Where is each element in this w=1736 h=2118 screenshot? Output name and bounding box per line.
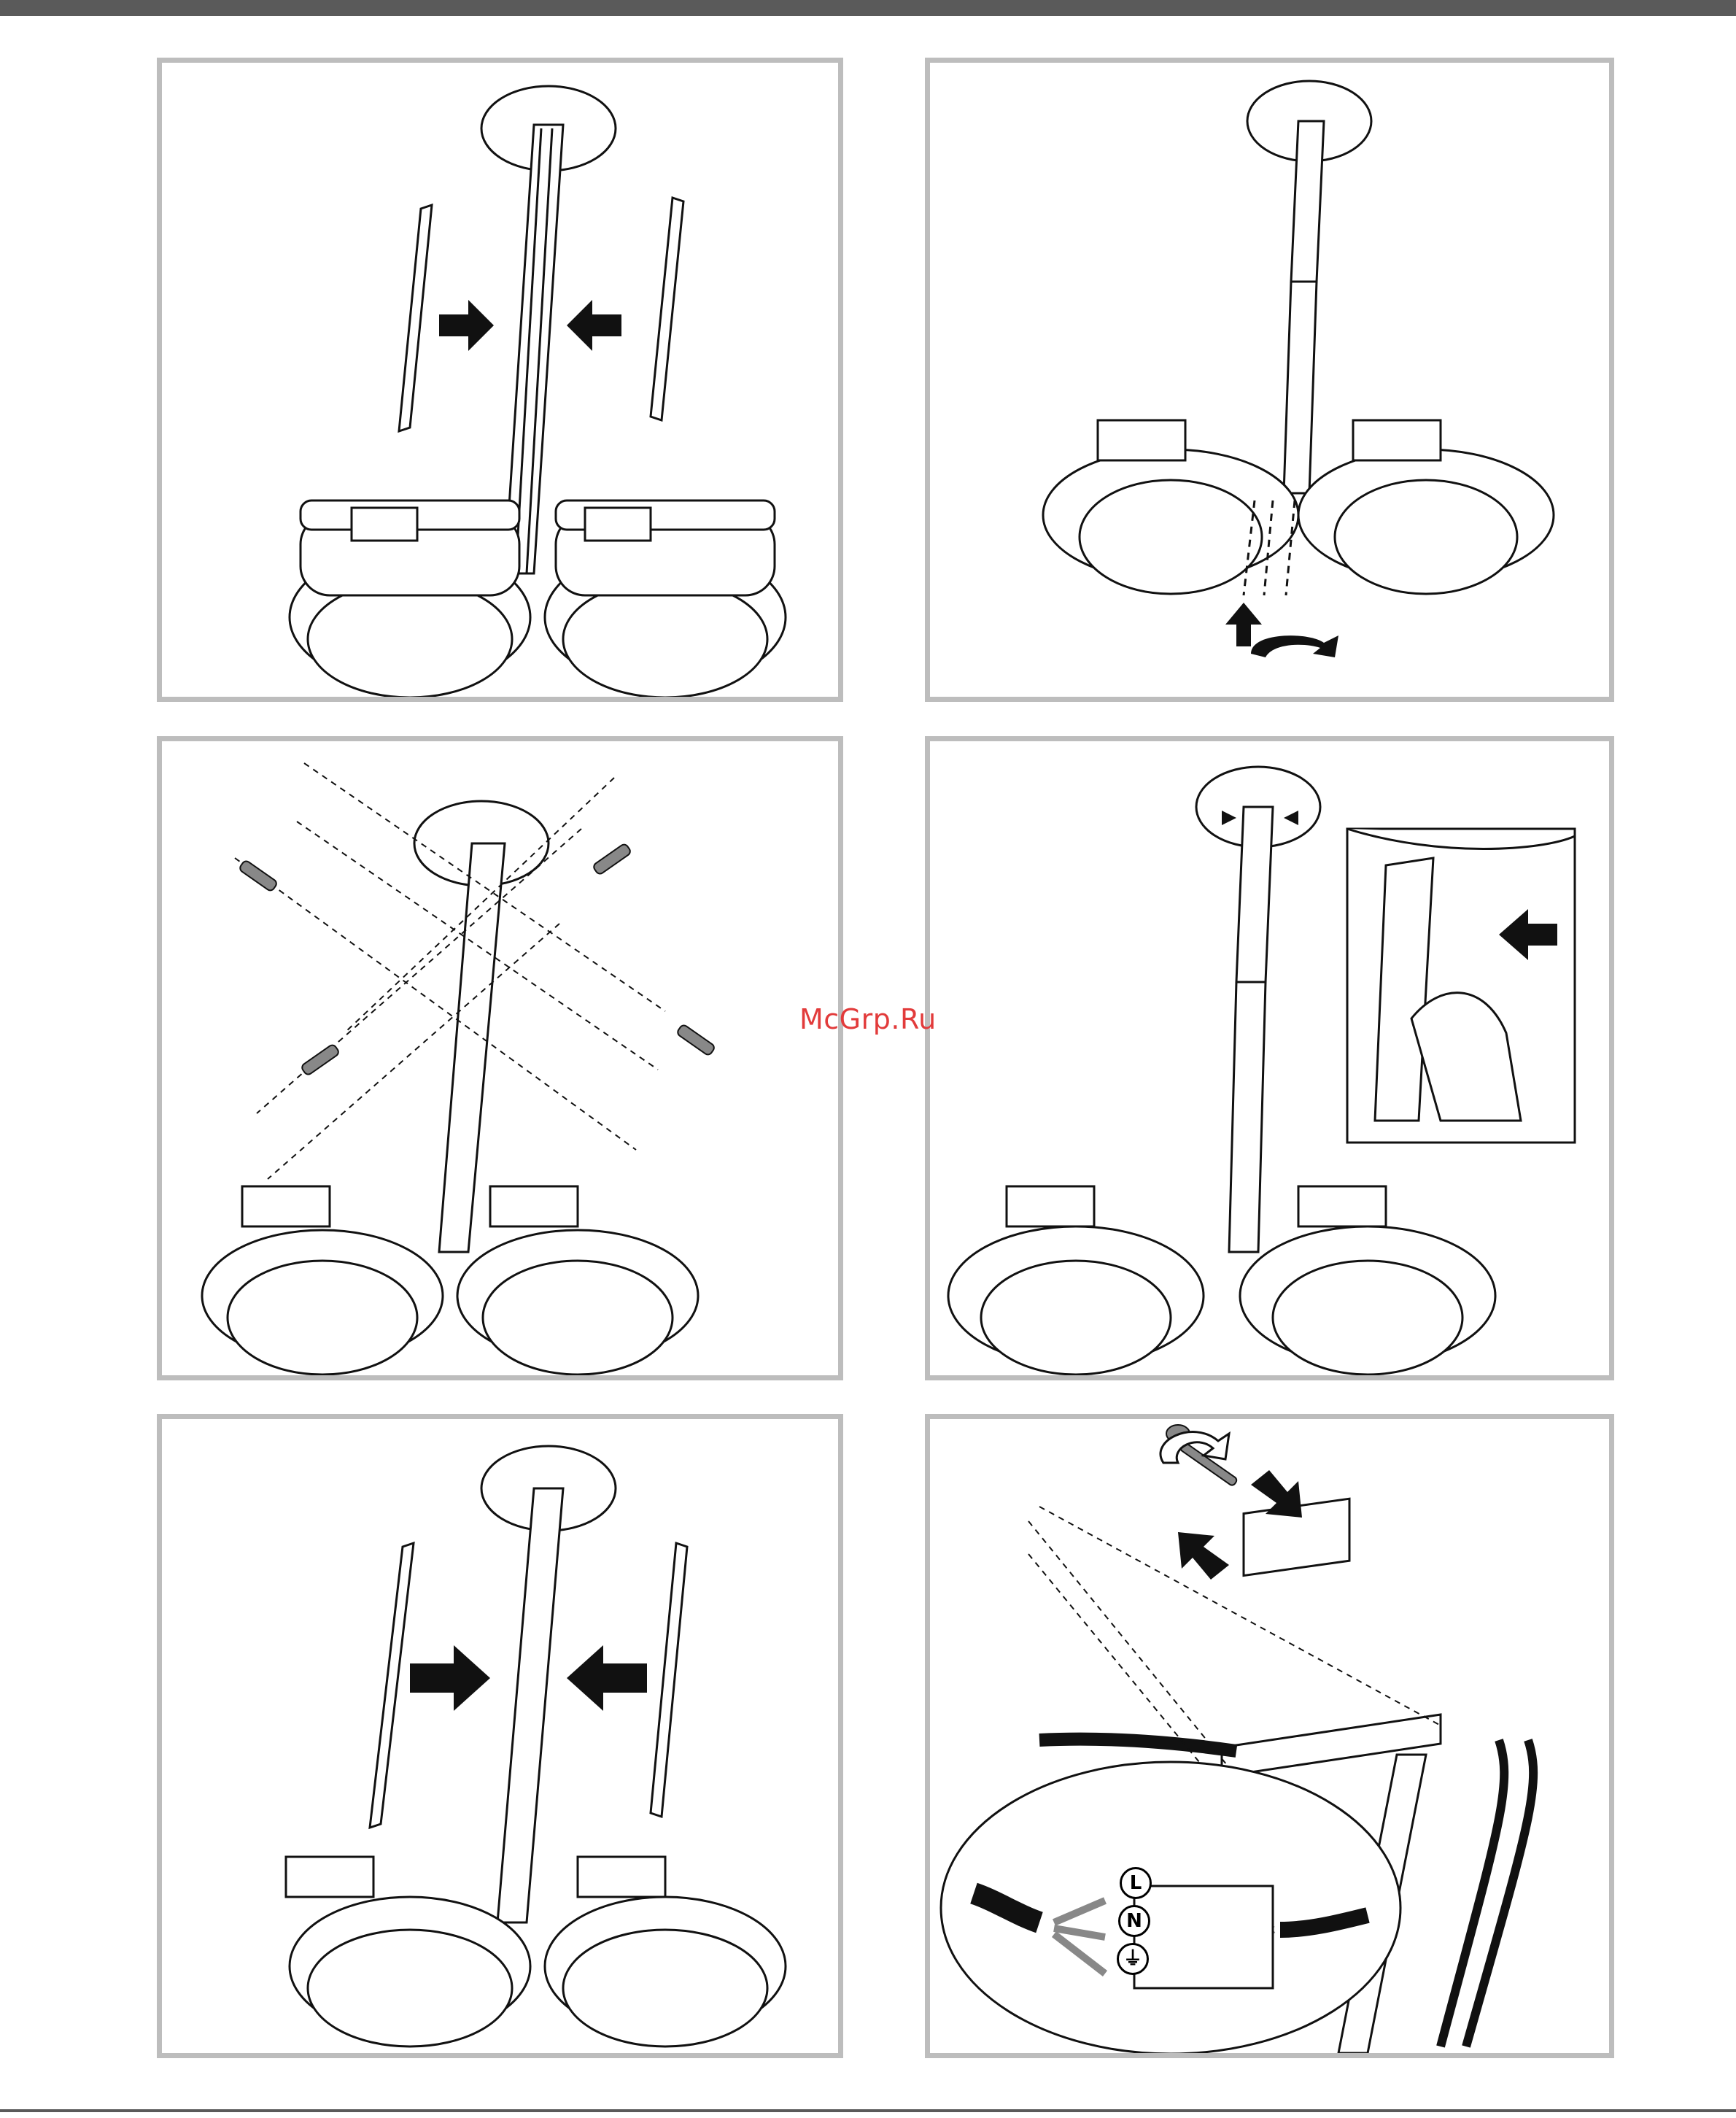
step-panel-2: [925, 58, 1614, 702]
step-panel-6: L N ⏚: [925, 1414, 1614, 2058]
step-1-illustration: [162, 63, 838, 697]
live-terminal-label: L: [1120, 1867, 1152, 1899]
step-panel-1: [157, 58, 843, 702]
arrow-left-icon: [567, 300, 621, 351]
step-panel-4: [925, 736, 1614, 1380]
arrow-left-icon: [567, 1645, 647, 1711]
step-2-illustration: [930, 63, 1609, 697]
watermark-text: McGrp.Ru: [799, 1003, 937, 1035]
step-3-illustration: [162, 741, 838, 1375]
arrow-up-left-icon: [1178, 1532, 1229, 1580]
neutral-terminal-label: N: [1118, 1905, 1150, 1937]
arrow-up-icon: [1225, 603, 1262, 646]
step-4-illustration: [930, 741, 1609, 1375]
arrow-right-icon: [410, 1645, 490, 1711]
rotate-icon: [1251, 635, 1338, 657]
step-panel-3: [157, 736, 843, 1380]
step-5-illustration: [162, 1419, 838, 2053]
step-6-illustration: [930, 1419, 1609, 2053]
arrow-right-icon: [439, 300, 494, 351]
footer-rule: [0, 2109, 1736, 2112]
header-bar: [0, 0, 1736, 16]
step-panel-5: [157, 1414, 843, 2058]
earth-terminal-label: ⏚: [1117, 1943, 1149, 1975]
